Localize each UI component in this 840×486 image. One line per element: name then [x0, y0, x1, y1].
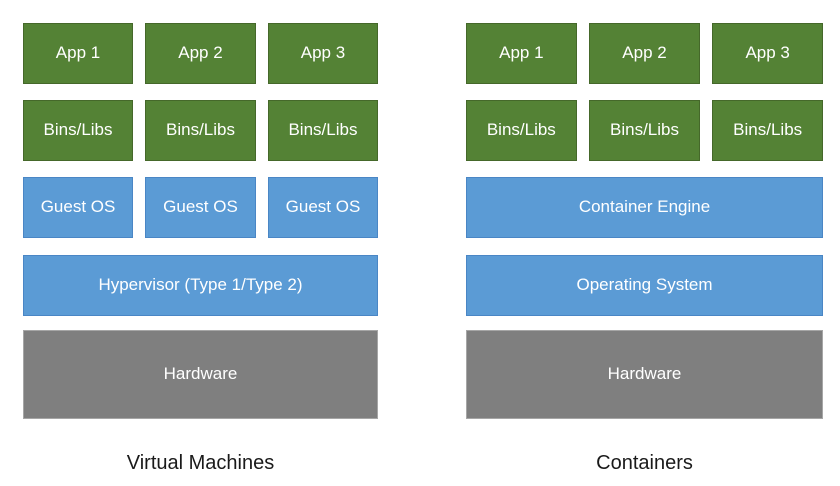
vm-guestos1-box: Guest OS	[23, 177, 134, 238]
ct-binslibs2-box: Bins/Libs	[589, 100, 700, 161]
ct-app1-box: App 1	[466, 23, 577, 84]
vm-apps-row: App 1 App 2 App 3	[23, 23, 378, 84]
virtual-machines-caption: Virtual Machines	[126, 452, 275, 474]
ct-os-row: Operating System	[466, 255, 823, 316]
vm-binslibs1-box: Bins/Libs	[23, 100, 134, 161]
vm-app3-box: App 3	[267, 23, 378, 84]
vm-hardware-row: Hardware	[23, 330, 378, 419]
ct-hardware-row: Hardware	[466, 330, 823, 419]
container-engine-box: Container Engine	[466, 177, 823, 238]
vm-app1-box: App 1	[23, 23, 134, 84]
ct-binslibs1-box: Bins/Libs	[466, 100, 577, 161]
containers-caption: Containers	[596, 452, 693, 474]
ct-apps-row: App 1 App 2 App 3	[466, 23, 823, 84]
virtual-machines-stack: App 1 App 2 App 3 Bins/Libs Bins/Libs Bi…	[23, 23, 378, 475]
vm-hypervisor-row: Hypervisor (Type 1/Type 2)	[23, 255, 378, 316]
ct-engine-row: Container Engine	[466, 177, 823, 238]
vm-app2-box: App 2	[145, 23, 256, 84]
vm-guestos-row: Guest OS Guest OS Guest OS	[23, 177, 378, 238]
hypervisor-box: Hypervisor (Type 1/Type 2)	[23, 255, 378, 316]
vm-binslibs3-box: Bins/Libs	[267, 100, 378, 161]
vm-hardware-box: Hardware	[23, 330, 378, 419]
containers-stack: App 1 App 2 App 3 Bins/Libs Bins/Libs Bi…	[466, 23, 823, 475]
vm-guestos3-box: Guest OS	[267, 177, 378, 238]
ct-hardware-box: Hardware	[466, 330, 823, 419]
vm-guestos2-box: Guest OS	[145, 177, 256, 238]
vm-binslibs-row: Bins/Libs Bins/Libs Bins/Libs	[23, 100, 378, 161]
ct-app3-box: App 3	[712, 23, 823, 84]
ct-binslibs3-box: Bins/Libs	[712, 100, 823, 161]
operating-system-box: Operating System	[466, 255, 823, 316]
ct-binslibs-row: Bins/Libs Bins/Libs Bins/Libs	[466, 100, 823, 161]
vm-binslibs2-box: Bins/Libs	[145, 100, 256, 161]
ct-app2-box: App 2	[589, 23, 700, 84]
